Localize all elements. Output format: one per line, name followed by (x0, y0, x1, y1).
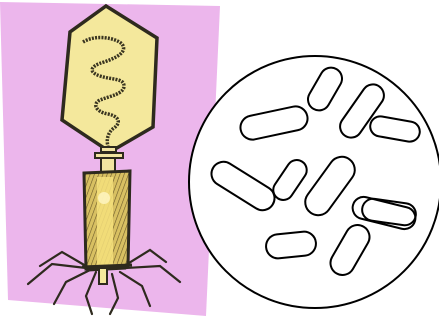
phage-tail-sheath (84, 171, 130, 269)
bacteria-panel (189, 56, 439, 308)
phage-panel (0, 2, 220, 316)
petri-circle (189, 56, 439, 308)
